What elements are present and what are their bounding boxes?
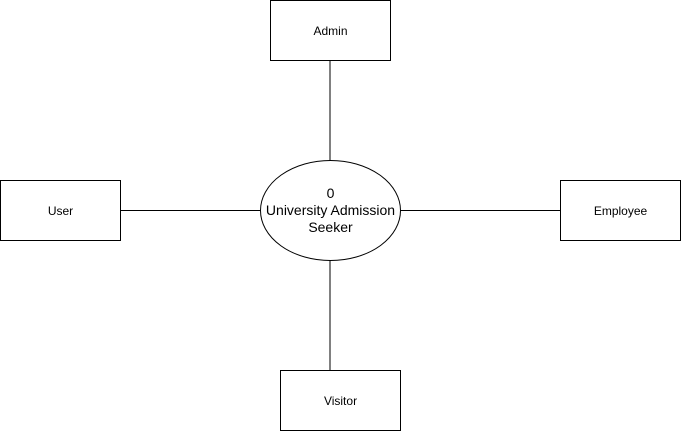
- entity-employee[interactable]: Employee: [560, 180, 681, 241]
- process-title-line1: University Admission: [266, 202, 395, 218]
- entity-user[interactable]: User: [0, 180, 121, 241]
- entity-user-box: [0, 180, 121, 241]
- entity-visitor-box: [280, 370, 401, 431]
- process-ellipse: [260, 160, 401, 261]
- entity-employee-label: Employee: [594, 204, 648, 218]
- entity-visitor-label: Visitor: [324, 394, 357, 408]
- entity-admin-label: Admin: [313, 24, 347, 38]
- entity-visitor[interactable]: Visitor: [280, 370, 401, 431]
- entity-user-label: User: [48, 204, 73, 218]
- process-university-admission-seeker[interactable]: 0 University Admission Seeker: [260, 160, 401, 261]
- entity-employee-box: [560, 180, 681, 241]
- entity-admin-box: [270, 0, 391, 61]
- process-number: 0: [327, 185, 335, 201]
- process-title-line2: Seeker: [308, 219, 353, 235]
- entity-admin[interactable]: Admin: [270, 0, 391, 61]
